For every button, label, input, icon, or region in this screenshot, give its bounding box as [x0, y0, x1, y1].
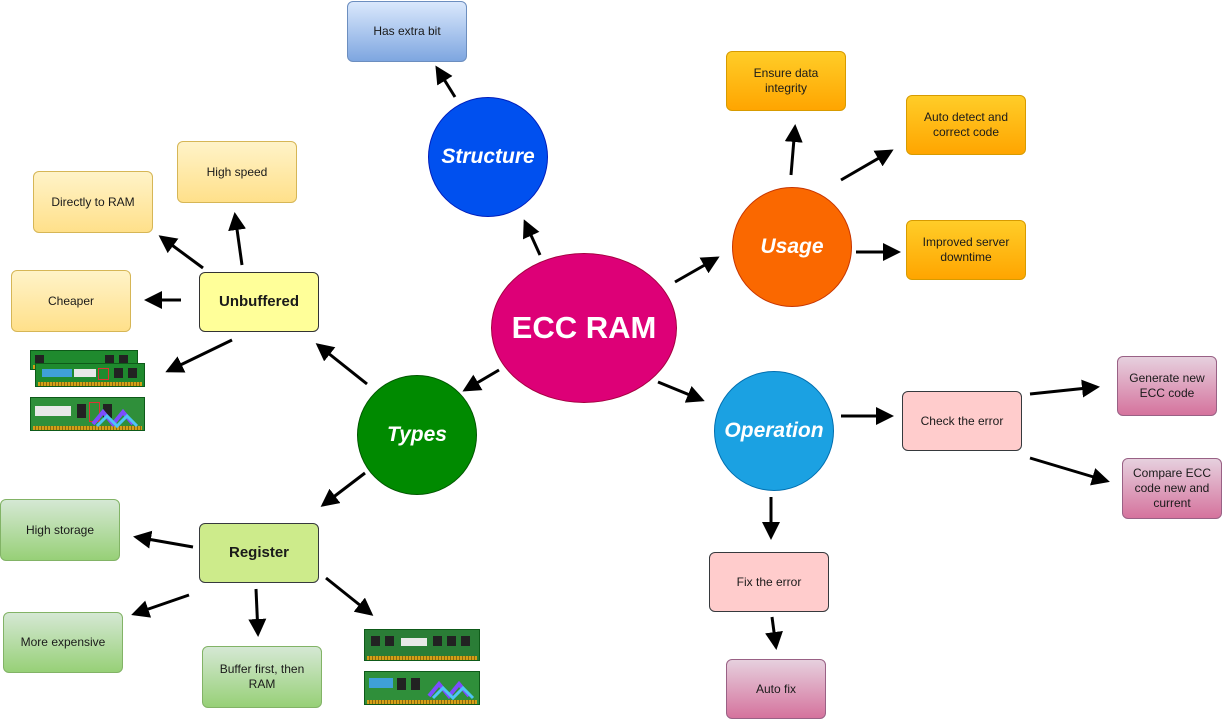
compare-ecc-label: Compare ECC code new and current — [1132, 466, 1212, 510]
more-expensive-box[interactable]: More expensive — [3, 612, 123, 673]
register-label: Register — [228, 543, 290, 561]
ram-chip — [119, 355, 128, 365]
usage-node[interactable]: Usage — [732, 187, 852, 307]
types-node[interactable]: Types — [357, 375, 477, 495]
arrow-center-structure — [523, 219, 542, 256]
ram-chip — [105, 355, 114, 365]
arrow-unbuffered-image — [165, 338, 233, 373]
arrow-center-types — [462, 368, 500, 392]
ram-chip — [447, 636, 456, 646]
ram-label-sticker — [369, 678, 393, 688]
ram-stick — [364, 671, 480, 705]
ram-chip — [77, 404, 86, 418]
fix-error-box[interactable]: Fix the error — [709, 552, 829, 612]
types-label: Types — [387, 422, 447, 446]
ram-contacts — [33, 426, 142, 430]
arrow-types-unbuffered — [315, 343, 368, 386]
arrow-register-storage — [133, 530, 194, 549]
generate-ecc-box[interactable]: Generate new ECC code — [1117, 356, 1217, 416]
ram-chip — [411, 678, 420, 690]
cheaper-label: Cheaper — [47, 293, 95, 308]
ram-chip — [128, 368, 137, 378]
auto-fix-label: Auto fix — [755, 681, 797, 696]
auto-detect-box[interactable]: Auto detect and correct code — [906, 95, 1026, 155]
unbuffered-label: Unbuffered — [219, 292, 299, 310]
arrow-check-compare — [1029, 456, 1110, 486]
check-error-label: Check the error — [920, 413, 1004, 428]
ram-chip — [371, 636, 380, 646]
structure-label: Structure — [441, 144, 535, 168]
ram-label-sticker — [74, 369, 96, 377]
generate-ecc-label: Generate new ECC code — [1129, 371, 1205, 400]
unbuffered-ram-image — [29, 349, 147, 433]
ram-stick — [364, 629, 480, 661]
cheaper-box[interactable]: Cheaper — [11, 270, 131, 332]
high-storage-label: High storage — [25, 522, 95, 537]
operation-node[interactable]: Operation — [714, 371, 834, 491]
ram-contacts — [367, 656, 477, 660]
ram-chip — [461, 636, 470, 646]
ram-chip — [98, 368, 109, 380]
arrow-fix-autofix — [765, 616, 783, 650]
ram-chip — [114, 368, 123, 378]
buffer-first-label: Buffer first, then RAM — [219, 662, 305, 691]
ram-stick — [30, 397, 145, 431]
ram-chip — [35, 355, 44, 365]
wave-logo — [427, 680, 475, 700]
auto-detect-label: Auto detect and correct code — [923, 110, 1009, 139]
arrow-register-buffer — [248, 588, 267, 637]
arrow-types-register — [320, 471, 366, 507]
buffer-first-box[interactable]: Buffer first, then RAM — [202, 646, 322, 708]
arrow-unbuffered-speed — [228, 212, 246, 266]
more-expensive-label: More expensive — [20, 635, 106, 649]
operation-label: Operation — [724, 418, 824, 442]
high-speed-label: High speed — [206, 164, 268, 179]
directly-to-ram-label: Directly to RAM — [51, 194, 135, 209]
improved-server-box[interactable]: Improved server downtime — [906, 220, 1026, 280]
ram-contacts — [38, 382, 142, 386]
high-storage-box[interactable]: High storage — [0, 499, 120, 561]
ensure-integrity-label: Ensure data integrity — [753, 66, 819, 95]
ram-contacts — [367, 700, 477, 704]
arrow-register-expensive — [131, 593, 190, 618]
register-box[interactable]: Register — [199, 523, 319, 583]
ram-label-sticker — [42, 369, 72, 377]
ram-chip — [103, 404, 112, 418]
center-label: ECC RAM — [511, 309, 657, 345]
compare-ecc-box[interactable]: Compare ECC code new and current — [1122, 458, 1222, 519]
ram-chip — [433, 636, 442, 646]
ram-label-sticker — [35, 406, 71, 416]
unbuffered-box[interactable]: Unbuffered — [199, 272, 319, 332]
check-error-box[interactable]: Check the error — [902, 391, 1022, 451]
ram-stick — [35, 363, 145, 387]
ram-chip — [385, 636, 394, 646]
fix-error-label: Fix the error — [736, 574, 802, 589]
ensure-integrity-box[interactable]: Ensure data integrity — [726, 51, 846, 111]
arrow-check-generate — [1029, 379, 1100, 398]
usage-label: Usage — [760, 234, 824, 258]
arrow-usage-integrity — [784, 124, 803, 176]
ram-chip — [397, 678, 406, 690]
has-extra-bit-box[interactable]: Has extra bit — [347, 1, 467, 62]
arrow-center-operation — [657, 380, 705, 403]
arrow-register-image — [325, 576, 374, 616]
center-node[interactable]: ECC RAM — [491, 253, 677, 403]
registered-ram-image — [362, 627, 482, 707]
auto-fix-box[interactable]: Auto fix — [726, 659, 826, 719]
high-speed-box[interactable]: High speed — [177, 141, 297, 203]
arrow-usage-autodetect — [840, 149, 894, 182]
improved-server-label: Improved server downtime — [922, 235, 1010, 264]
structure-node[interactable]: Structure — [428, 97, 548, 217]
arrow-unbuffered-direct — [158, 235, 204, 270]
ram-label-sticker — [401, 638, 427, 646]
has-extra-bit-label: Has extra bit — [373, 24, 441, 38]
directly-to-ram-box[interactable]: Directly to RAM — [33, 171, 153, 233]
wave-logo — [91, 408, 139, 428]
arrow-center-usage — [674, 256, 720, 284]
arrow-structure-extra — [435, 65, 457, 98]
